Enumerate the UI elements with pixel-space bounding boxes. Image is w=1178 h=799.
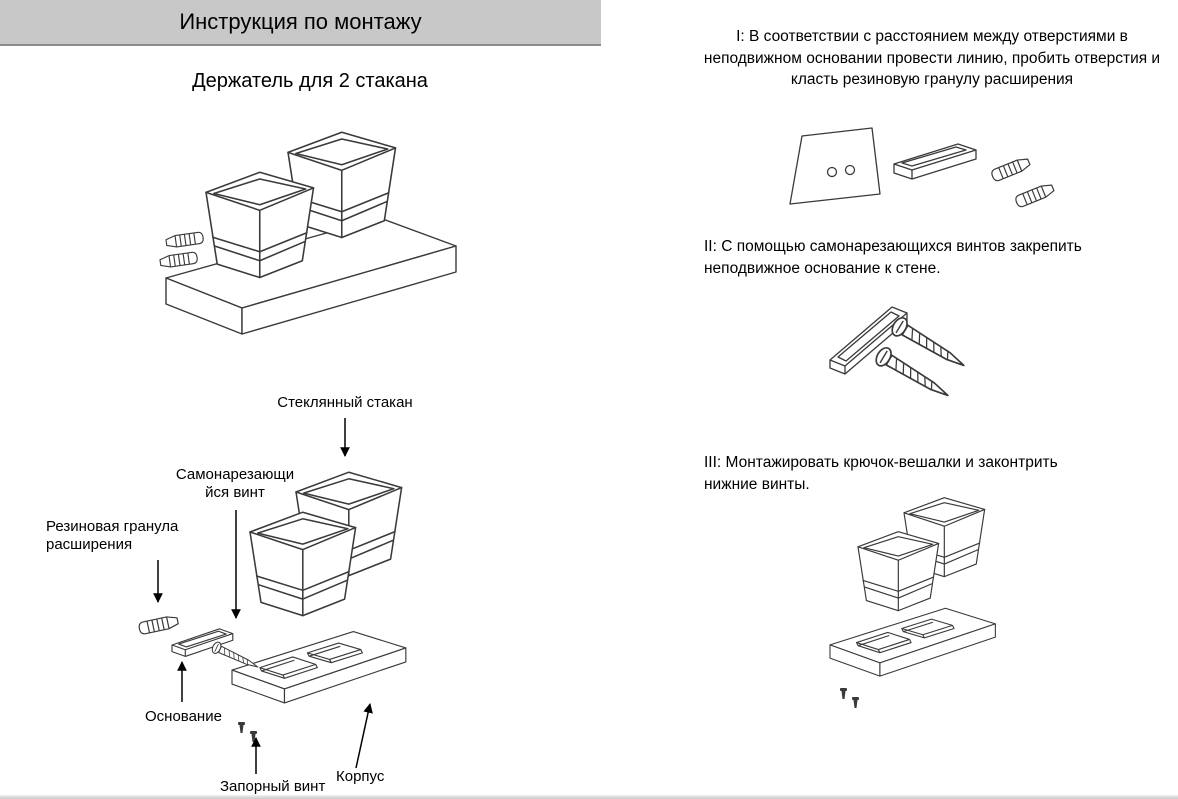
step-1-text: I: В соответствии с расстоянием между от…	[703, 28, 1161, 89]
label-housing: Корпус	[336, 768, 385, 785]
base-plate	[165, 217, 457, 335]
step1-drawing	[789, 127, 1056, 209]
anchor-sleeve	[893, 143, 977, 180]
wall-bracket	[829, 306, 908, 375]
step2-drawing	[829, 306, 970, 405]
step3-drawing	[829, 497, 996, 708]
label-base: Основание	[145, 708, 222, 725]
rubber-plug	[137, 614, 180, 636]
label-rubber-granule: Резиновая гранула расширения	[46, 518, 179, 553]
drill-hole	[826, 166, 838, 178]
exploded-diagram-section: Стеклянный стакан Самонарезающийся винт …	[30, 390, 490, 799]
step-2-text: II: С помощью самонарезающихся винтов за…	[704, 238, 1082, 277]
rubber-plug	[989, 155, 1032, 183]
assembled-product-drawing	[159, 131, 457, 335]
locking-screw	[840, 688, 847, 699]
wall-plugs	[159, 231, 205, 269]
locking-screw	[852, 697, 859, 708]
rubber-plug	[1013, 181, 1056, 209]
page-title: Инструкция по монтажу	[179, 9, 422, 34]
wall-plate	[789, 127, 881, 205]
drill-hole	[844, 164, 856, 176]
locking-screw	[238, 722, 245, 733]
step-3-text: III: Монтажировать крючок-вешалки и зако…	[704, 454, 1058, 493]
label-self-tapping-screw: Самонарезающийся винт	[175, 466, 295, 501]
front-cup	[249, 511, 357, 617]
locking-screw	[250, 731, 257, 742]
front-cup	[205, 171, 315, 279]
product-subtitle: Держатель для 2 стакана	[192, 70, 428, 92]
label-locking-screw: Запорный винт	[220, 778, 326, 795]
front-cup	[857, 531, 940, 612]
label-glass-cup: Стеклянный стакан	[277, 394, 413, 411]
housing-tray	[829, 607, 996, 677]
header-bar: Инструкция по монтажу	[0, 0, 601, 46]
page-bottom-edge	[0, 795, 1178, 799]
